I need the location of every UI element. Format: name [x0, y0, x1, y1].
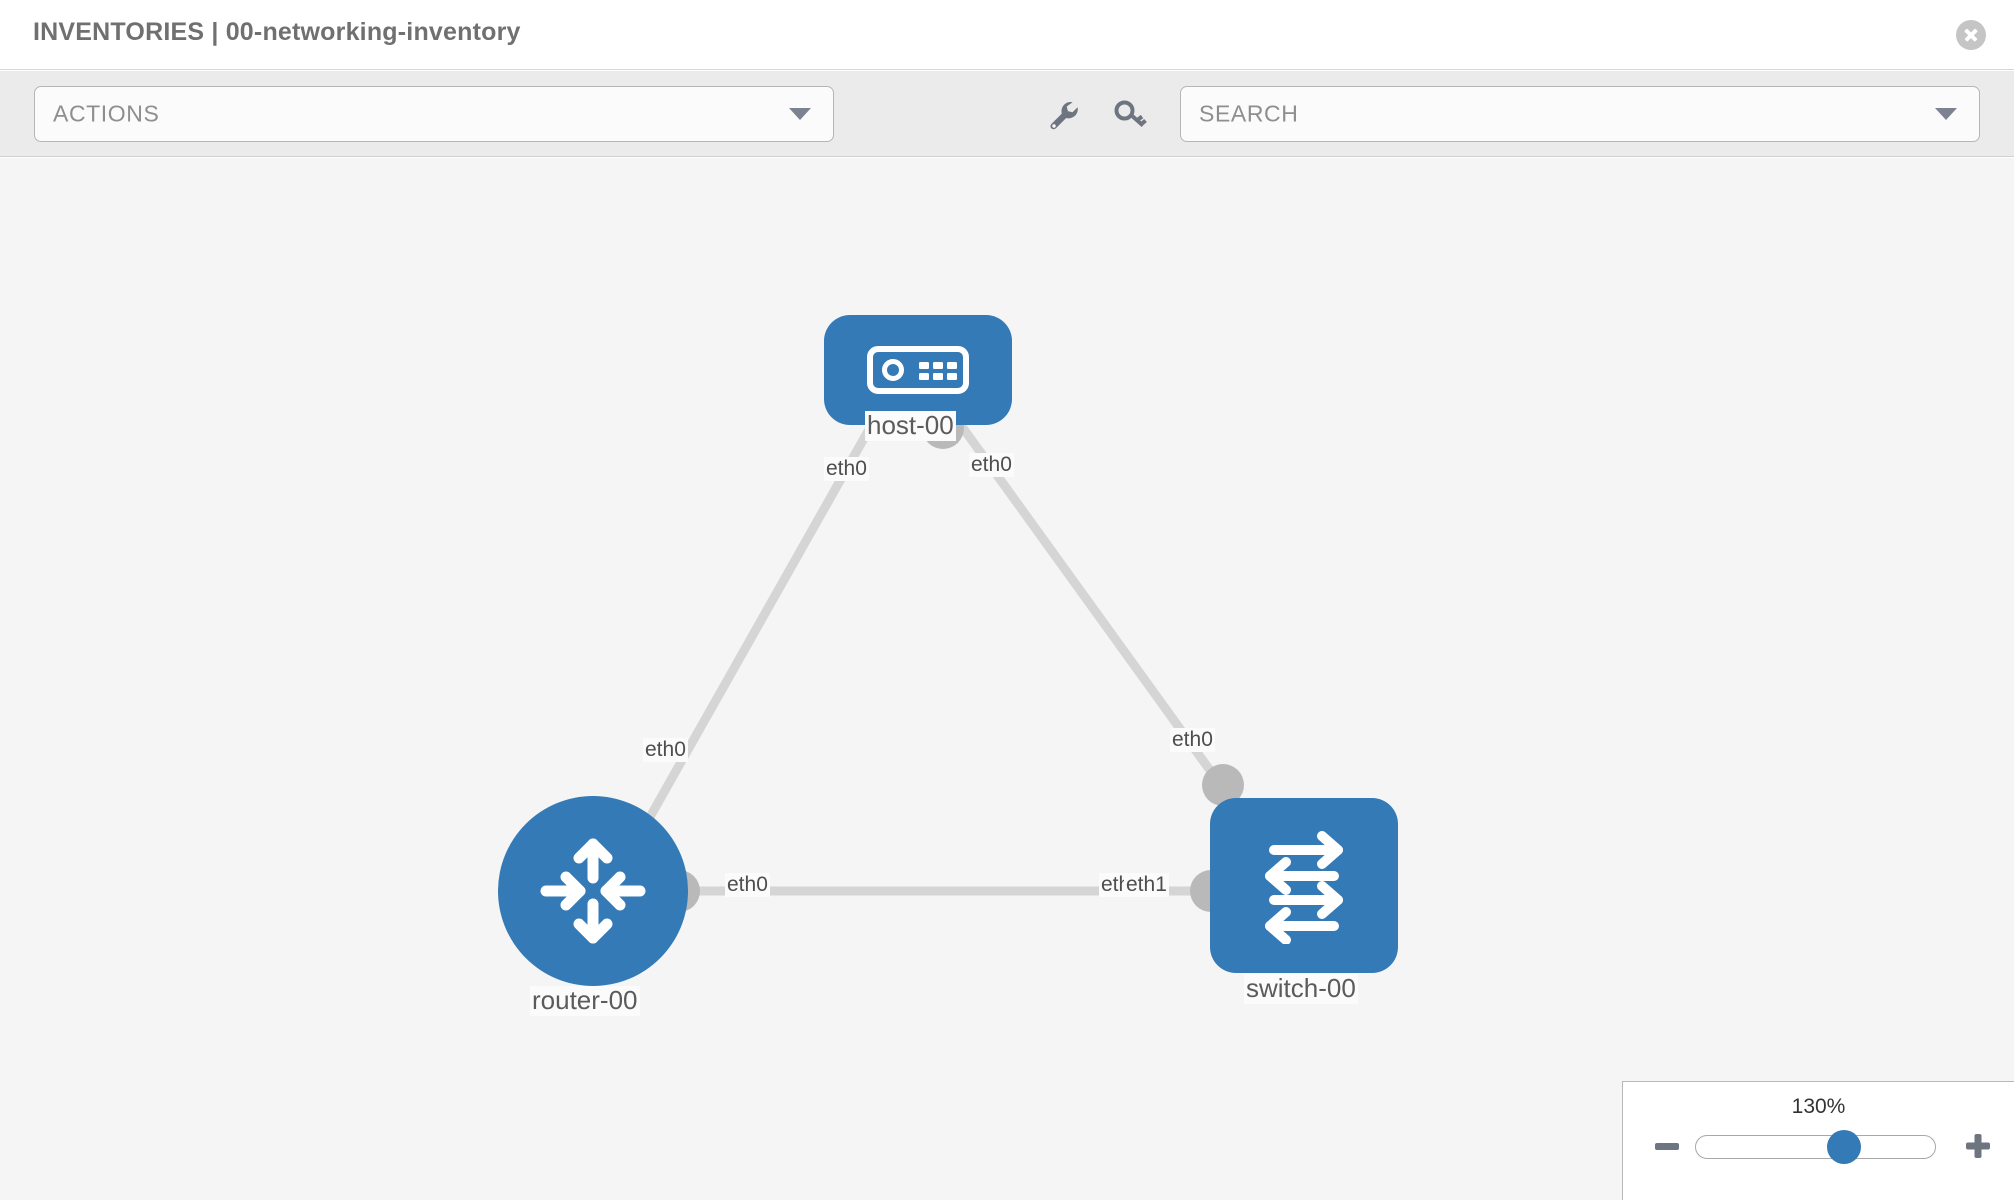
wrench-icon[interactable] — [1035, 86, 1091, 142]
search-placeholder: SEARCH — [1199, 100, 1299, 127]
zoom-level-value: 130% — [1791, 1095, 1846, 1118]
zoom-slider-row — [1623, 1130, 2014, 1172]
node-router-shape[interactable] — [498, 796, 688, 986]
actions-dropdown[interactable]: ACTIONS — [34, 86, 834, 142]
edge-label-switch-left: eth1 — [1124, 873, 1169, 897]
zoom-control-panel: 130% — [1622, 1081, 2014, 1200]
search-input[interactable]: SEARCH — [1180, 86, 1980, 142]
edge-label-router-up: eth0 — [643, 738, 688, 762]
router-arrows-icon — [540, 838, 646, 944]
switch-arrows-icon — [1265, 830, 1343, 944]
server-icon — [867, 346, 969, 394]
edge-label-host-left: eth0 — [824, 457, 869, 481]
chevron-down-icon[interactable] — [1935, 108, 1957, 120]
node-switch[interactable]: switch-00 — [1190, 764, 1398, 1004]
edge-label-router-right: eth0 — [725, 873, 770, 897]
close-icon[interactable] — [1956, 20, 1986, 50]
link-host-router — [615, 405, 885, 875]
page-title: INVENTORIES | 00-networking-inventory — [33, 18, 521, 46]
page-header: INVENTORIES | 00-networking-inventory — [0, 0, 2014, 70]
zoom-in-button[interactable] — [1964, 1132, 1992, 1160]
topology-canvas[interactable]: host-00 — [0, 158, 2014, 1200]
edge-label-host-right: eth0 — [969, 453, 1014, 477]
node-switch-shape[interactable] — [1210, 798, 1398, 973]
node-switch-label: switch-00 — [1244, 973, 1358, 1004]
zoom-slider-thumb[interactable] — [1827, 1130, 1862, 1164]
toolbar: ACTIONS SEARCH — [0, 71, 2014, 157]
actions-dropdown-label: ACTIONS — [53, 100, 160, 127]
edge-label-switch-up: eth0 — [1170, 728, 1215, 752]
zoom-out-button[interactable] — [1655, 1143, 1679, 1150]
key-icon[interactable] — [1102, 86, 1158, 142]
chevron-down-icon — [789, 108, 811, 120]
node-host[interactable]: host-00 — [824, 315, 1012, 449]
node-router-label: router-00 — [530, 985, 640, 1016]
zoom-slider[interactable] — [1695, 1130, 1936, 1164]
node-host-label: host-00 — [865, 410, 956, 441]
node-router[interactable]: router-00 — [498, 796, 700, 1016]
node-host-shape[interactable] — [824, 315, 1012, 425]
